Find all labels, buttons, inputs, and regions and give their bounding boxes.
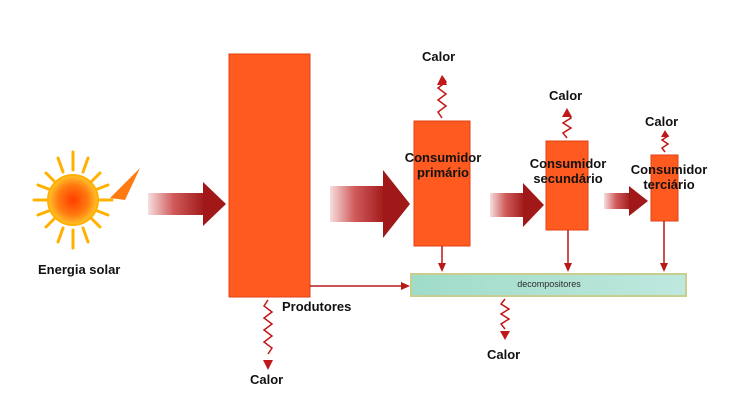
decomposition-lines: [310, 221, 668, 290]
primary-consumer-label-line1: Consumidor: [404, 150, 482, 165]
secondary-consumer-block: [545, 140, 589, 231]
producers-label: Produtores: [282, 299, 352, 314]
tertiary-consumer-block: [650, 154, 679, 222]
energy-arrow-2: [330, 170, 410, 238]
secondary-consumer-label-line2: secundário: [533, 171, 603, 186]
heat-label-tertiary: Calor: [645, 114, 679, 129]
primary-consumer-block: [413, 120, 471, 247]
heat-label-primary: Calor: [422, 49, 456, 64]
primary-consumer-label: Consumidor primário: [402, 150, 484, 180]
heat-label-decomposers: Calor: [487, 347, 521, 362]
energy-arrow-3: [490, 183, 544, 227]
energy-arrow-1: [148, 182, 226, 226]
primary-consumer-label-line2: primário: [416, 165, 469, 180]
tertiary-consumer-label-line1: Consumidor: [630, 162, 708, 177]
tertiary-consumer-label: Consumidor terciário: [624, 162, 714, 192]
decomposers-label: decompositores: [517, 279, 581, 289]
heat-arrows: [262, 75, 670, 370]
secondary-consumer-label: Consumidor secundário: [526, 156, 610, 186]
heat-label-secondary: Calor: [549, 88, 583, 103]
solar-energy-label: Energia solar: [38, 262, 121, 277]
sun-icon: [32, 150, 140, 250]
heat-label-producers: Calor: [250, 372, 284, 387]
tertiary-consumer-label-line2: terciário: [643, 177, 695, 192]
decomposers-bar: [410, 273, 687, 297]
secondary-consumer-label-line1: Consumidor: [529, 156, 607, 171]
energy-arrow-4: [604, 186, 648, 216]
producers-block: [228, 53, 311, 298]
